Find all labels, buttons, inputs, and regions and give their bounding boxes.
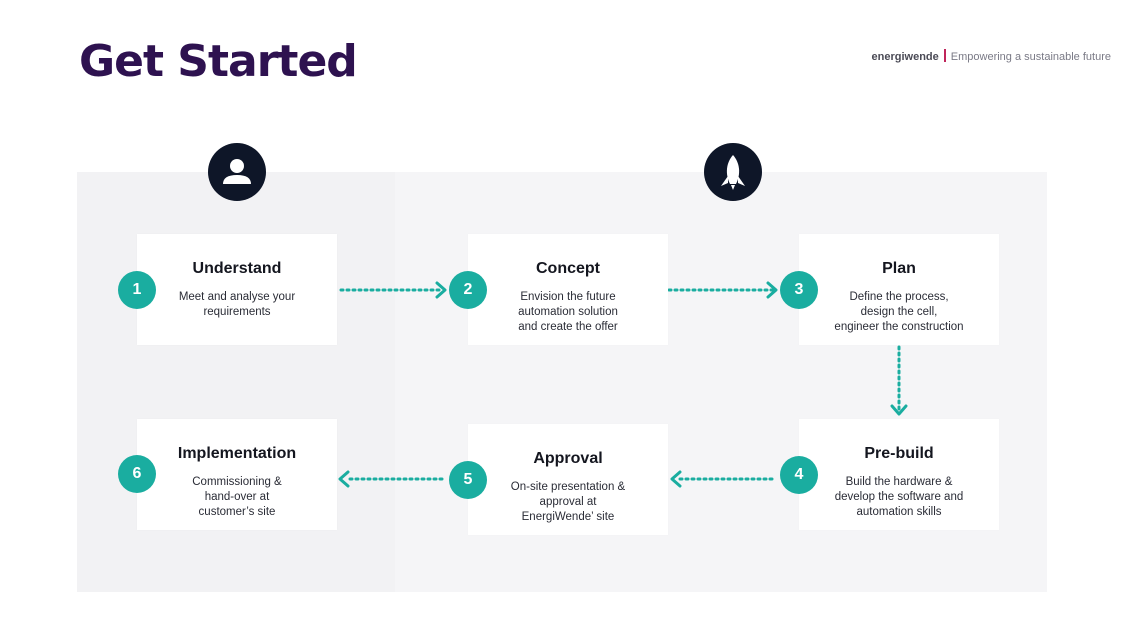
arrowhead-5 bbox=[670, 470, 682, 488]
page-title: Get Started bbox=[79, 36, 358, 87]
arrowhead-2 bbox=[435, 281, 447, 299]
step-description: Meet and analyse your requirements bbox=[178, 291, 296, 318]
step-card-understand: Understand Meet and analyse your require… bbox=[137, 234, 337, 345]
person-icon bbox=[208, 143, 266, 201]
step-number-badge: 2 bbox=[449, 271, 487, 309]
step-title: Concept bbox=[536, 260, 600, 277]
step-card-implementation: Implementation Commissioning & hand-over… bbox=[137, 419, 337, 530]
rocket-icon bbox=[704, 143, 762, 201]
step-title: Understand bbox=[192, 260, 282, 277]
step-number-badge: 5 bbox=[449, 461, 487, 499]
brand-header: energiwende Empowering a sustainable futu… bbox=[872, 49, 1111, 63]
brand-separator bbox=[943, 49, 946, 62]
step-card-approval: Approval On-site presentation & approval… bbox=[468, 424, 668, 535]
step-description: Define the process, design the cell, eng… bbox=[834, 291, 964, 333]
step-title: Implementation bbox=[177, 445, 297, 462]
step-number-badge: 4 bbox=[780, 456, 818, 494]
step-number-badge: 1 bbox=[118, 271, 156, 309]
step-title: Pre-build bbox=[864, 445, 934, 462]
step-card-concept: Concept Envision the future automation s… bbox=[468, 234, 668, 345]
brand-tagline: Empowering a sustainable future bbox=[950, 51, 1111, 63]
arrowhead-6 bbox=[338, 470, 350, 488]
step-description: Build the hardware & develop the softwar… bbox=[834, 476, 964, 518]
step-title: Approval bbox=[533, 450, 603, 467]
step-number-badge: 6 bbox=[118, 455, 156, 493]
step-card-pre-build: Pre-build Build the hardware & develop t… bbox=[799, 419, 999, 530]
step-number-badge: 3 bbox=[780, 271, 818, 309]
brand-name: energiwende bbox=[871, 51, 939, 63]
arrowhead-3 bbox=[766, 281, 778, 299]
step-title: Plan bbox=[882, 260, 916, 277]
step-card-plan: Plan Define the process, design the cell… bbox=[799, 234, 999, 345]
step-description: Commissioning & hand-over at customer’s … bbox=[192, 476, 282, 518]
arrowhead-4 bbox=[890, 404, 908, 416]
step-description: On-site presentation & approval at Energ… bbox=[510, 481, 626, 523]
step-description: Envision the future automation solution … bbox=[518, 291, 618, 333]
